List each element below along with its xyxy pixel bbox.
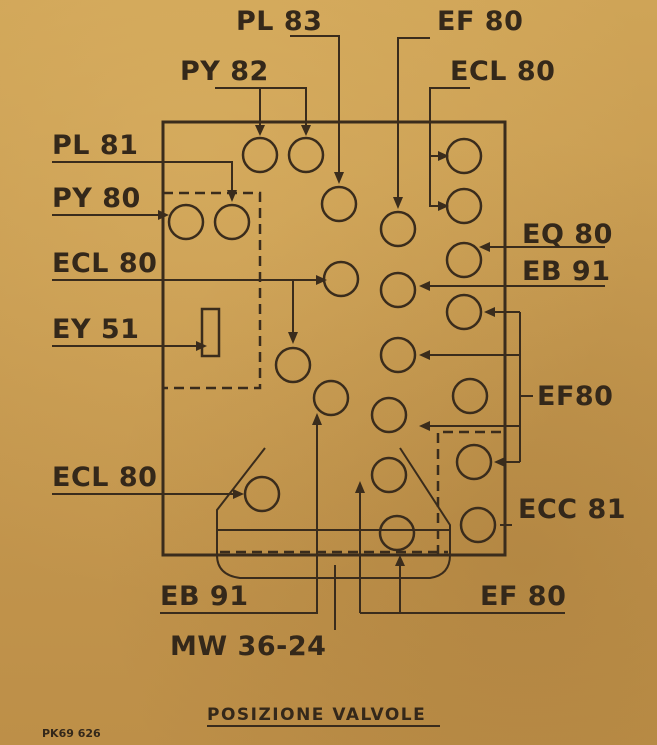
- label-ef80-top: EF 80: [437, 6, 523, 37]
- tube-ecl80-mid: [322, 260, 360, 298]
- right-dashed-area: [436, 430, 505, 555]
- tube-eb91-bottom: [312, 379, 350, 417]
- tube-pl81: [213, 203, 251, 241]
- label-eb91-right: EB 91: [522, 256, 611, 287]
- label-ecc81: ECC 81: [518, 494, 626, 525]
- part-code: PK69 626: [42, 727, 101, 740]
- tube-eb91-right: [379, 271, 417, 309]
- ey51-tube: [200, 307, 221, 358]
- left-dashed-area: [161, 191, 262, 390]
- tube-ecl80-bottom-left: [243, 475, 281, 513]
- tube-ef80-r1: [445, 293, 483, 331]
- label-ecl80-bottom-left: ECL 80: [52, 462, 157, 493]
- label-mw36-24: MW 36-24: [170, 631, 326, 662]
- label-eb91-bottom: EB 91: [160, 581, 249, 612]
- diagram-title: POSIZIONE VALVOLE: [207, 705, 426, 725]
- tube-eq80: [445, 241, 483, 279]
- tube-ecc81: [459, 506, 497, 544]
- tube-ecl80-a: [445, 137, 483, 175]
- label-pl81: PL 81: [52, 130, 138, 161]
- tube-py82-a: [241, 136, 279, 174]
- label-ef80-bottom: EF 80: [480, 581, 566, 612]
- label-ecl80-left: ECL 80: [52, 248, 157, 279]
- label-ef80-right: EF80: [537, 381, 613, 412]
- label-pl83: PL 83: [236, 6, 322, 37]
- leader-lines: [52, 35, 605, 630]
- tube-pl83: [320, 185, 358, 223]
- crt-outline: [216, 447, 451, 579]
- label-ecl80-top-right: ECL 80: [450, 56, 555, 87]
- tube-ef80-r2: [451, 377, 489, 415]
- tube-ef80-mid: [379, 336, 417, 374]
- tube-py80: [167, 203, 205, 241]
- tube-py82-b: [287, 136, 325, 174]
- tube-ecl80-left: [274, 346, 312, 384]
- tube-ef80-top: [379, 210, 417, 248]
- tube-ecl80-b: [445, 187, 483, 225]
- label-ey51: EY 51: [52, 314, 139, 345]
- tube-ef80-r3: [455, 443, 493, 481]
- tube-ef80-c: [370, 396, 408, 434]
- label-py82: PY 82: [180, 56, 269, 87]
- tube-ef80-bottom: [378, 514, 416, 552]
- label-eq80: EQ 80: [522, 219, 613, 250]
- tube-ef80-d: [370, 456, 408, 494]
- label-py80: PY 80: [52, 183, 141, 214]
